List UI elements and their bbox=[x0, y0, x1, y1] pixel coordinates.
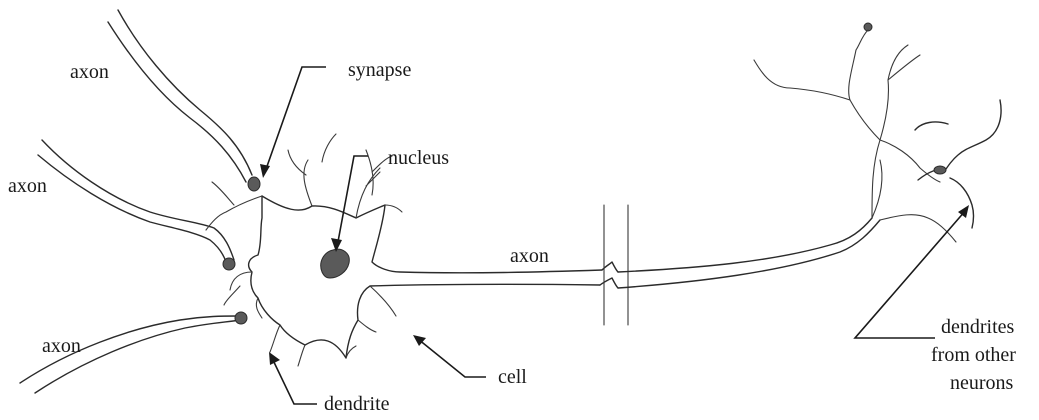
label-axon-mid-left: axon bbox=[8, 175, 47, 197]
synapse-terminal-middle bbox=[223, 258, 235, 270]
cell-dendrites bbox=[206, 134, 402, 366]
other-neuron-dendrites bbox=[915, 100, 1001, 228]
label-cell: cell bbox=[498, 366, 527, 388]
axon-terminal-branches bbox=[754, 45, 956, 242]
incoming-axon-top bbox=[108, 10, 252, 182]
synapse-terminal-top bbox=[248, 177, 260, 191]
label-dendrite: dendrite bbox=[324, 393, 390, 415]
label-nucleus: nucleus bbox=[388, 147, 449, 169]
dendrite-pointer bbox=[269, 352, 317, 404]
nucleus-shape bbox=[321, 249, 350, 278]
terminal-bouton-right bbox=[934, 166, 946, 174]
label-axon-main: axon bbox=[510, 245, 549, 267]
label-axon-bottom-left: axon bbox=[42, 335, 81, 357]
label-dendrites-line2: from other bbox=[931, 344, 1016, 366]
incoming-axon-middle bbox=[38, 140, 234, 262]
label-axon-top-left: axon bbox=[70, 61, 109, 83]
synapse-terminal-bottom bbox=[235, 312, 247, 324]
label-dendrites-line3: neurons bbox=[950, 372, 1014, 394]
cell-pointer bbox=[413, 335, 486, 377]
label-dendrites-line1: dendrites bbox=[941, 316, 1015, 338]
main-axon bbox=[600, 205, 880, 325]
label-synapse: synapse bbox=[348, 59, 411, 81]
cell-body bbox=[249, 196, 602, 358]
nucleus-pointer bbox=[331, 156, 368, 252]
